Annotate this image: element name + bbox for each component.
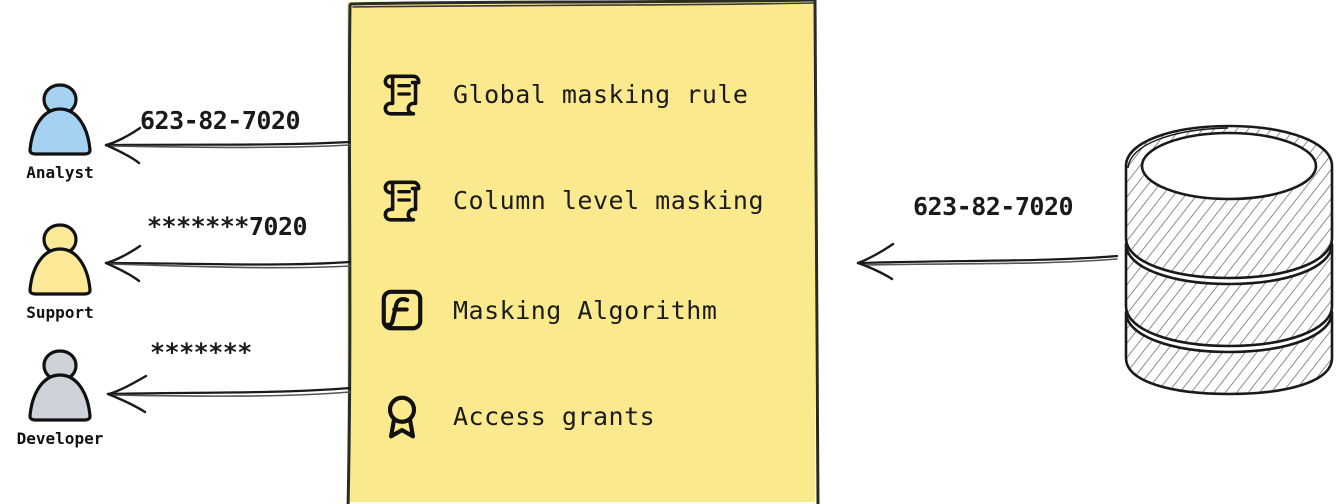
scroll-icon <box>373 65 431 123</box>
flow-label-database-output: 623-82-7020 <box>913 192 1074 221</box>
policy-item-label: Access grants <box>453 401 656 431</box>
award-ribbon-icon <box>373 387 431 445</box>
arrow-policy-to-analyst <box>104 126 352 165</box>
flow-label-support-value: *******7020 <box>147 212 308 241</box>
policy-item-label: Global masking rule <box>453 79 749 109</box>
function-icon <box>373 281 431 339</box>
policy-item-column-level-masking[interactable]: Column level masking <box>373 170 813 230</box>
policy-item-label: Masking Algorithm <box>453 295 718 325</box>
arrow-database-to-policy <box>856 242 1119 281</box>
database-cylinder-icon <box>1124 124 1334 396</box>
person-icon <box>0 342 120 428</box>
flow-label-developer-value: ******* <box>150 338 252 367</box>
consumer-support[interactable]: Support <box>0 216 120 322</box>
consumer-developer[interactable]: Developer <box>0 342 120 448</box>
source-database <box>1118 120 1340 400</box>
masking-policy-card: Global masking rule Column level masking <box>346 0 820 504</box>
person-icon <box>0 216 120 302</box>
scroll-icon <box>373 171 431 229</box>
arrow-policy-to-developer <box>106 374 352 414</box>
consumer-role-label: Developer <box>16 429 104 448</box>
policy-item-global-masking-rule[interactable]: Global masking rule <box>373 64 813 124</box>
policy-item-access-grants[interactable]: Access grants <box>373 386 813 446</box>
person-icon <box>0 76 120 162</box>
arrow-policy-to-support <box>104 244 352 283</box>
policy-item-masking-algorithm[interactable]: Masking Algorithm <box>373 280 813 340</box>
consumer-role-label: Support <box>26 303 94 322</box>
policy-item-list: Global masking rule Column level masking <box>347 2 815 502</box>
flow-label-analyst-value: 623-82-7020 <box>140 106 301 135</box>
policy-item-label: Column level masking <box>453 185 765 215</box>
consumer-analyst[interactable]: Analyst <box>0 76 120 182</box>
consumer-role-label: Analyst <box>26 163 94 182</box>
